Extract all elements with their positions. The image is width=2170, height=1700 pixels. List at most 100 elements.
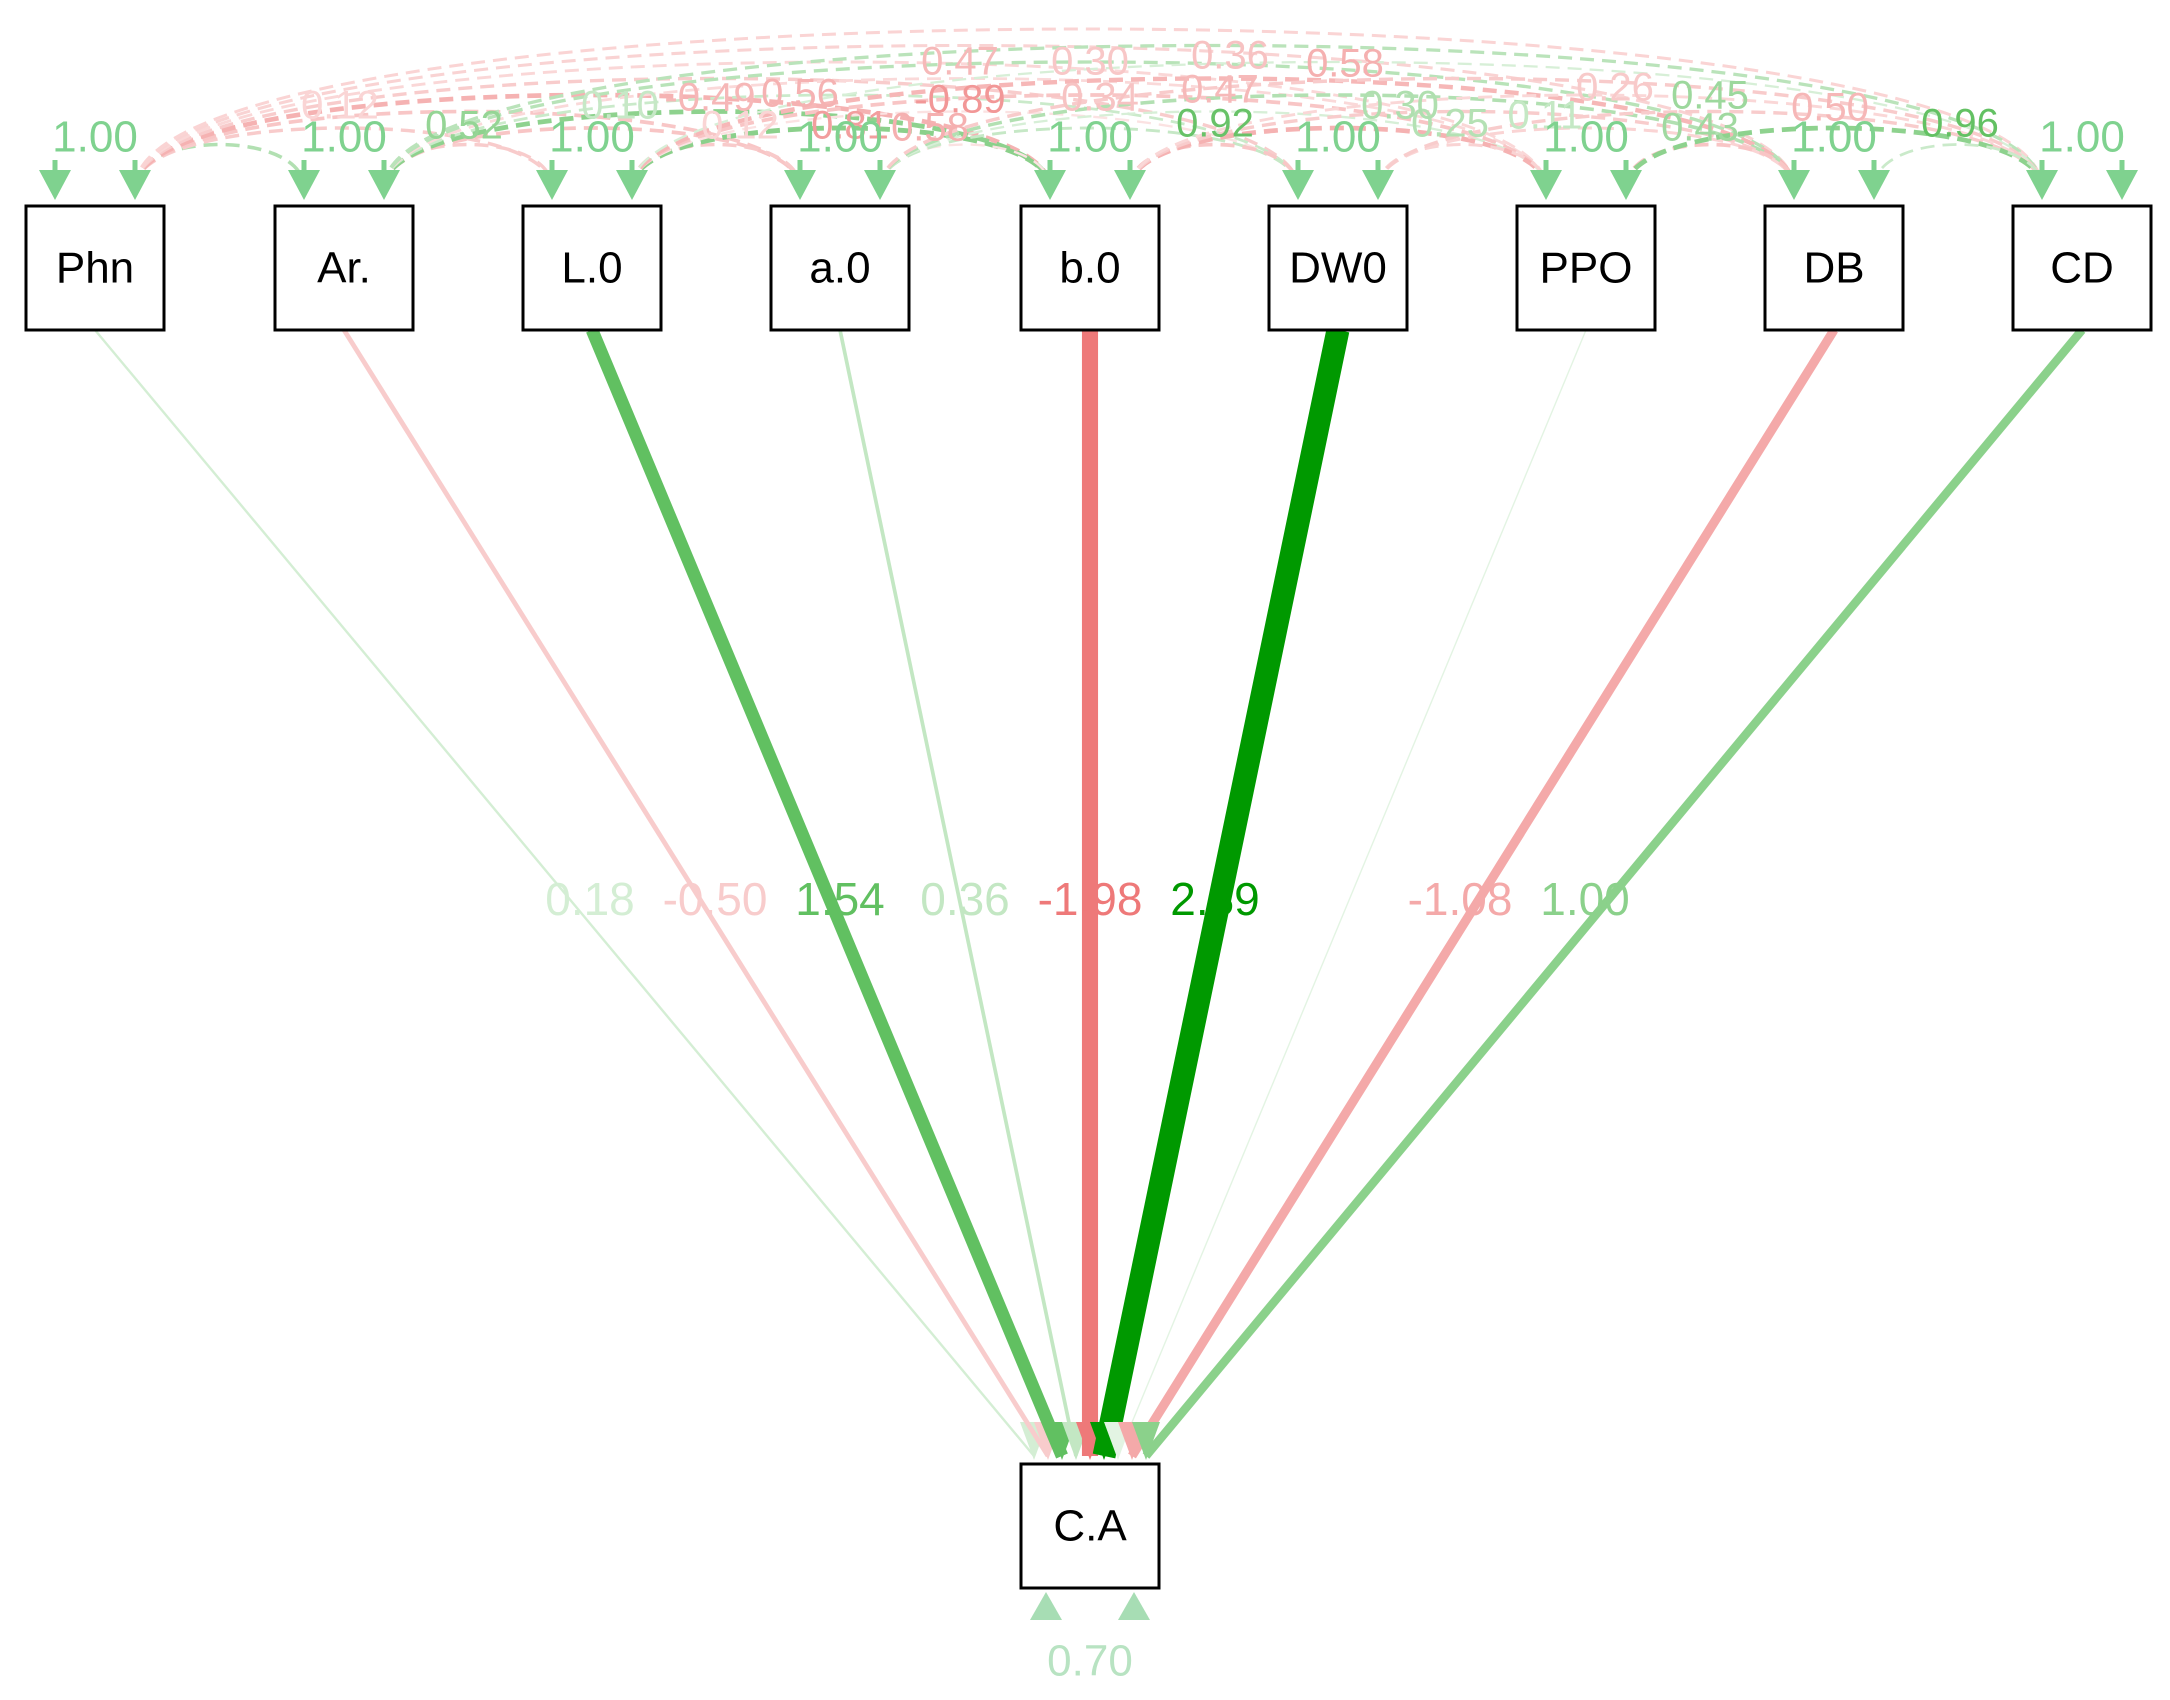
node-box: [1763, 204, 1905, 332]
variance-loop: 1.00: [288, 113, 400, 200]
variance-arrowhead: [784, 170, 816, 200]
node-box: [521, 204, 663, 332]
covariance-arc: [1872, 143, 2044, 189]
path-label-CD: 1.00: [1540, 873, 1630, 925]
node-box: [24, 204, 166, 332]
path-Ar.-to-outcome: [341, 328, 1051, 1458]
variance-label: 1.00: [1791, 113, 1877, 162]
node-label: CD: [2050, 244, 2114, 293]
node-label: DW0: [1289, 244, 1387, 293]
node-PPO: PPO: [1515, 204, 1657, 332]
covariance-label: 0.47: [921, 40, 999, 84]
node-box: [273, 204, 415, 332]
path-DB-to-outcome: [1128, 327, 1838, 1459]
variance-label: 1.00: [1295, 113, 1381, 162]
path-label-Ar.: -0.50: [663, 873, 768, 925]
covariance-label: 0.47: [1181, 68, 1259, 112]
covariance-label: 0.96: [1921, 102, 1999, 146]
covariance-label: 0.26: [1576, 66, 1654, 110]
path-a.0-to-outcome: [838, 329, 1078, 1457]
covariance-arc: [1128, 142, 1300, 189]
variance-loop: 1.00: [1034, 113, 1146, 200]
variance-label: 1.00: [2039, 113, 2125, 162]
variance-arrowhead: [2106, 170, 2138, 200]
path-label-DB: -1.08: [1408, 873, 1513, 925]
covariance-arc: [1128, 93, 2044, 189]
variance-loop: 1.00: [1282, 113, 1394, 200]
covariance-arc: [878, 76, 2044, 189]
node-label: PPO: [1540, 244, 1633, 293]
outcome-residual-label: 0.70: [1047, 1637, 1133, 1686]
variance-loop: 1.00: [1530, 113, 1642, 200]
covariance-arc: [1376, 109, 2044, 189]
node-Phn: Phn: [24, 204, 166, 332]
residual-arrowhead: [1030, 1592, 1062, 1620]
covariance-arc: [133, 142, 306, 189]
covariance-arc: [382, 60, 1796, 189]
node-box: [1267, 204, 1409, 332]
variance-arrowhead: [1778, 170, 1810, 200]
node-b.0: b.0: [1019, 204, 1161, 332]
covariance-label: 0.81: [811, 104, 889, 148]
covariance-arc: [878, 143, 1052, 189]
node-box: [769, 204, 911, 332]
variance-arrowhead: [368, 170, 400, 200]
covariance-label: 0.56: [761, 72, 839, 116]
node-label: L.0: [561, 244, 622, 293]
covariance-label: 0.52: [425, 104, 503, 148]
covariance-label: 0.43: [1661, 106, 1739, 150]
path-DW0-to-outcome: [1092, 327, 1350, 1459]
covariance-arc: [133, 27, 2044, 189]
variance-label: 1.00: [797, 113, 883, 162]
residual-arrowhead: [1118, 1592, 1150, 1620]
node-label: DB: [1803, 244, 1864, 293]
covariance-label: 0.11: [1508, 94, 1583, 138]
covariance-arc: [630, 142, 802, 189]
covariance-label: -0.89: [914, 78, 1005, 122]
covariance-arc: [382, 126, 802, 189]
covariance-arc: [382, 142, 554, 189]
node-label: Ar.: [317, 244, 371, 293]
covariance-label: 0.92: [1176, 102, 1254, 146]
covariance-arc: [878, 110, 1548, 189]
path-label-b.0: -1.98: [1038, 873, 1143, 925]
outcome-node-box: [1019, 1462, 1161, 1590]
covariance-arc: [629, 125, 1053, 189]
node-DB: DB: [1763, 204, 1905, 332]
covariance-label: 0.30: [1051, 40, 1129, 84]
variance-label: 1.00: [1543, 113, 1629, 162]
variance-label: 1.00: [301, 113, 387, 162]
node-a.0: a.0: [769, 204, 911, 332]
covariance-arc: [133, 60, 1548, 189]
variance-arrowhead: [1858, 170, 1890, 200]
variance-arrowhead: [1282, 170, 1314, 200]
node-L.0: L.0: [521, 204, 663, 332]
variance-loop: 1.00: [1778, 113, 1890, 200]
covariance-label: 0.30: [1361, 84, 1439, 128]
node-box: [1515, 204, 1657, 332]
variance-loop: 1.00: [784, 113, 896, 200]
path-arrowhead: [1132, 1422, 1160, 1460]
covariance-label: 0.58: [891, 106, 969, 150]
node-box: [2011, 204, 2153, 332]
variance-loop: 1.00: [2026, 113, 2138, 200]
variance-label: 1.00: [549, 113, 635, 162]
covariance-arc: [1624, 142, 1796, 189]
node-CD: CD: [2011, 204, 2153, 332]
covariance-arc: [630, 60, 2044, 189]
variance-loops: 1.00 1.00 1.00 1.00 1.00 1.00 1.00 1.00 1.00: [39, 113, 2138, 200]
variance-loop: 1.00: [536, 113, 648, 200]
variance-label: 1.00: [1047, 113, 1133, 162]
covariance-arcs: [132, 27, 2045, 189]
variance-arrowhead: [2026, 170, 2058, 200]
variance-label: 1.00: [52, 113, 138, 162]
covariance-arc: [878, 93, 1796, 189]
path-label-L.0: 1.54: [795, 873, 885, 925]
path-label-DW0: 2.89: [1170, 873, 1260, 925]
path-CD-to-outcome: [1142, 327, 2086, 1459]
covariance-arc: [630, 93, 1548, 189]
covariance-arc: [629, 76, 1797, 189]
variance-arrowhead: [1530, 170, 1562, 200]
path-label-a.0: 0.36: [920, 873, 1010, 925]
